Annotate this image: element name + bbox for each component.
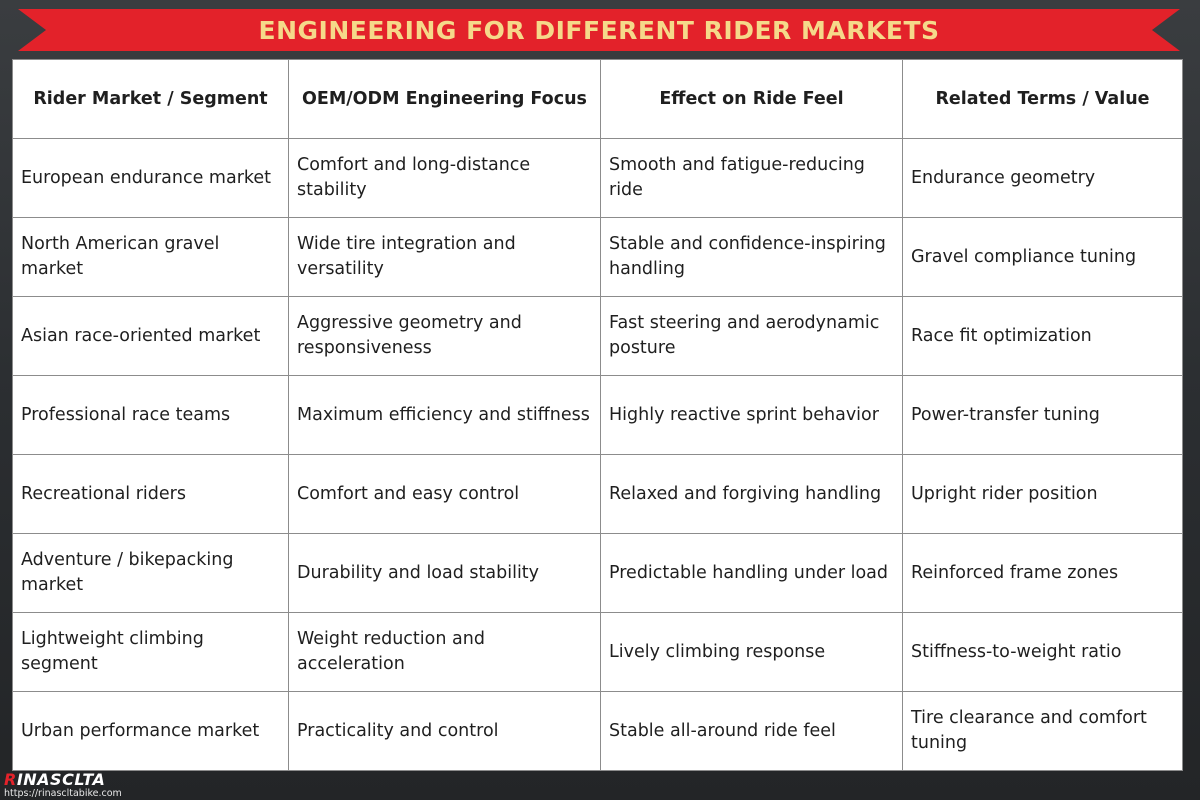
table-cell: Wide tire integration and versatility xyxy=(288,217,601,297)
table-cell: Stable and confidence-inspiring handling xyxy=(600,217,903,297)
table-row: European endurance market Comfort and lo… xyxy=(12,138,1183,218)
table-row: Professional race teams Maximum efficien… xyxy=(12,375,1183,455)
table-cell: Reinforced frame zones xyxy=(902,533,1183,613)
table-row: Lightweight climbing segment Weight redu… xyxy=(12,612,1183,692)
table-cell: Highly reactive sprint behavior xyxy=(600,375,903,455)
table-cell: Comfort and easy control xyxy=(288,454,601,534)
table-row: North American gravel market Wide tire i… xyxy=(12,217,1183,297)
brand-logo: RINASCLTA xyxy=(4,772,264,788)
title-banner: ENGINEERING FOR DIFFERENT RIDER MARKETS xyxy=(18,9,1180,51)
table-cell: Asian race-oriented market xyxy=(12,296,289,376)
table-cell: Weight reduction and acceleration xyxy=(288,612,601,692)
page-title: ENGINEERING FOR DIFFERENT RIDER MARKETS xyxy=(258,15,940,45)
table-cell: Lightweight climbing segment xyxy=(12,612,289,692)
table-cell: Adventure / bikepacking market xyxy=(12,533,289,613)
table-cell: Practicality and control xyxy=(288,691,601,771)
table-cell: Urban performance market xyxy=(12,691,289,771)
table-cell: Power-transfer tuning xyxy=(902,375,1183,455)
table-cell: Professional race teams xyxy=(12,375,289,455)
table-cell: Recreational riders xyxy=(12,454,289,534)
table-cell: Durability and load stability xyxy=(288,533,601,613)
table-row: Adventure / bikepacking market Durabilit… xyxy=(12,533,1183,613)
table-cell: Maximum efficiency and stiffness xyxy=(288,375,601,455)
table-cell: European endurance market xyxy=(12,138,289,218)
logo-text: INASCLTA xyxy=(16,770,106,789)
column-header: Effect on Ride Feel xyxy=(600,59,903,139)
table-cell: Relaxed and forgiving handling xyxy=(600,454,903,534)
table-cell: Stable all-around ride feel xyxy=(600,691,903,771)
table-cell: Predictable handling under load xyxy=(600,533,903,613)
table-row: Recreational riders Comfort and easy con… xyxy=(12,454,1183,534)
comparison-table-container: Rider Market / Segment OEM/ODM Engineeri… xyxy=(12,59,1183,771)
table-cell: Gravel compliance tuning xyxy=(902,217,1183,297)
table-cell: Smooth and fatigue-reducing ride xyxy=(600,138,903,218)
table-cell: Race fit optimization xyxy=(902,296,1183,376)
brand-watermark: RINASCLTA https://rinascltabike.com xyxy=(4,772,264,800)
column-header: Related Terms / Value xyxy=(902,59,1183,139)
table-row: Urban performance market Practicality an… xyxy=(12,691,1183,771)
table-cell: Tire clearance and comfort tuning xyxy=(902,691,1183,771)
table-cell: Stiffness-to-weight ratio xyxy=(902,612,1183,692)
table-row: Asian race-oriented market Aggressive ge… xyxy=(12,296,1183,376)
column-header: OEM/ODM Engineering Focus xyxy=(288,59,601,139)
table-cell: Aggressive geometry and responsiveness xyxy=(288,296,601,376)
brand-url: https://rinascltabike.com xyxy=(4,788,122,799)
table-cell: North American gravel market xyxy=(12,217,289,297)
table-cell: Comfort and long-distance stability xyxy=(288,138,601,218)
table-cell: Upright rider position xyxy=(902,454,1183,534)
logo-initial: R xyxy=(4,770,17,789)
table-cell: Fast steering and aerodynamic posture xyxy=(600,296,903,376)
table-cell: Endurance geometry xyxy=(902,138,1183,218)
table-cell: Lively climbing response xyxy=(600,612,903,692)
column-header: Rider Market / Segment xyxy=(12,59,289,139)
table-header-row: Rider Market / Segment OEM/ODM Engineeri… xyxy=(12,59,1183,139)
comparison-table: Rider Market / Segment OEM/ODM Engineeri… xyxy=(12,59,1183,771)
